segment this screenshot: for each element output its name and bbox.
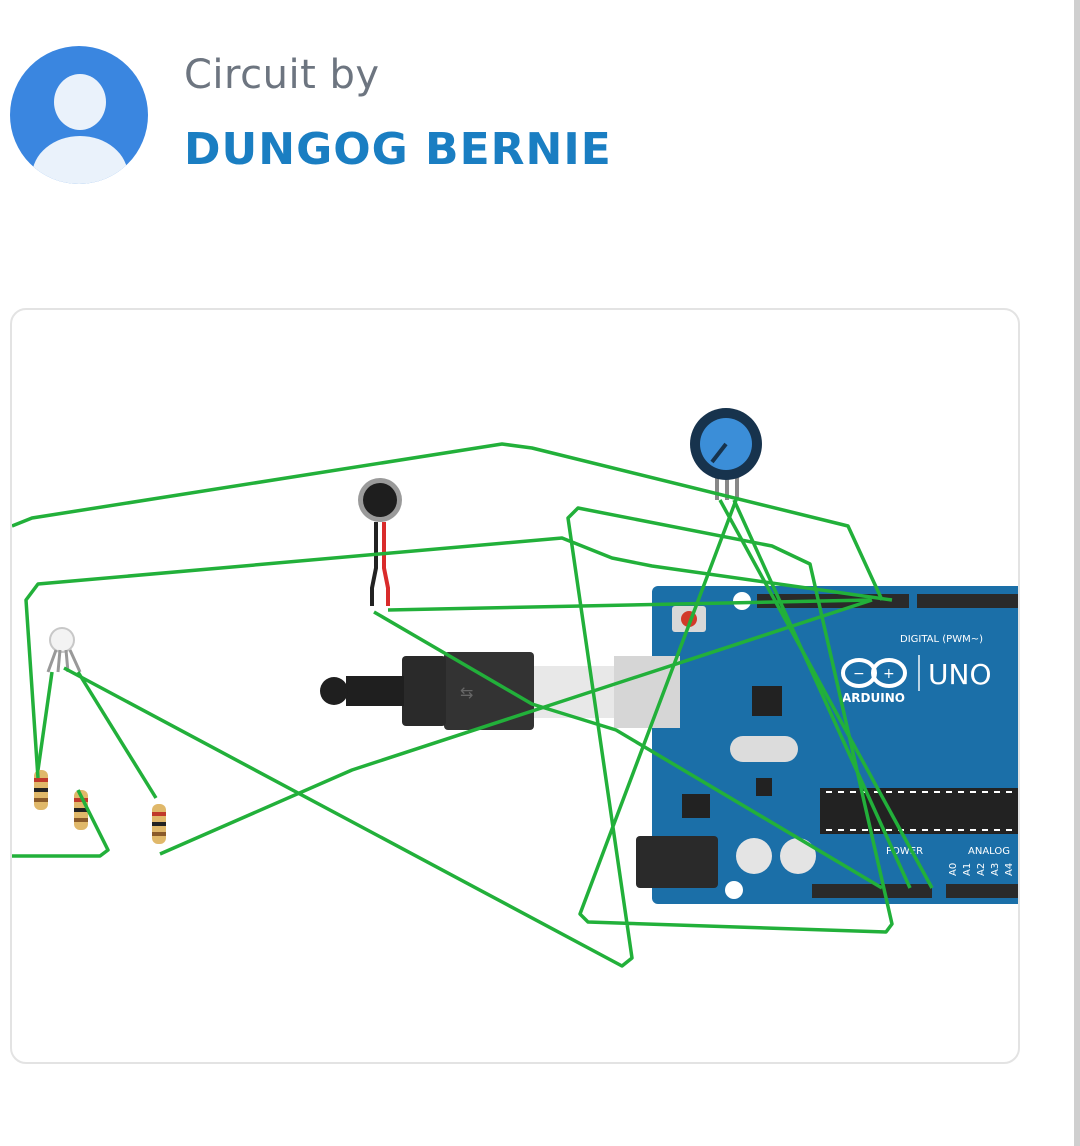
power-header-label: POWER [886, 846, 923, 857]
analog-pin-a2: A2 [976, 863, 987, 876]
user-avatar-icon[interactable] [10, 46, 148, 184]
analog-header-label: ANALOG [968, 846, 1010, 857]
analog-pin-a3: A3 [990, 863, 1001, 876]
arduino-logo-icon: − + [841, 658, 907, 688]
circuit-diagram: DIGITAL (PWM~) − + UNO ARDUINO [12, 408, 1018, 968]
board-brand-label: ARDUINO [842, 691, 905, 705]
buzzer-icon [358, 478, 402, 606]
rgb-led-icon [46, 627, 82, 673]
resistor-icon [152, 804, 166, 844]
arduino-uno-board: DIGITAL (PWM~) − + UNO ARDUINO [636, 586, 1018, 904]
potentiometer-icon [690, 408, 762, 500]
analog-pin-a4: A4 [1004, 863, 1015, 876]
resistor-icon [34, 770, 48, 810]
circuit-preview-card[interactable]: DIGITAL (PWM~) − + UNO ARDUINO [10, 308, 1020, 1064]
author-name-link[interactable]: DUNGOG BERNIE [184, 124, 612, 175]
svg-text:⇆: ⇆ [460, 683, 473, 702]
svg-text:−: − [853, 666, 865, 682]
wires [12, 442, 934, 968]
digital-header-label: DIGITAL (PWM~) [900, 634, 983, 645]
scrollbar[interactable] [1074, 0, 1080, 1146]
analog-pin-a0: A0 [948, 863, 959, 876]
svg-text:+: + [883, 666, 895, 682]
board-model-label: UNO [928, 658, 991, 691]
analog-pin-a1: A1 [962, 863, 973, 876]
author-header: Circuit by DUNGOG BERNIE [10, 46, 710, 186]
byline-label: Circuit by [184, 52, 380, 98]
usb-cable: ⇆ [320, 652, 680, 730]
